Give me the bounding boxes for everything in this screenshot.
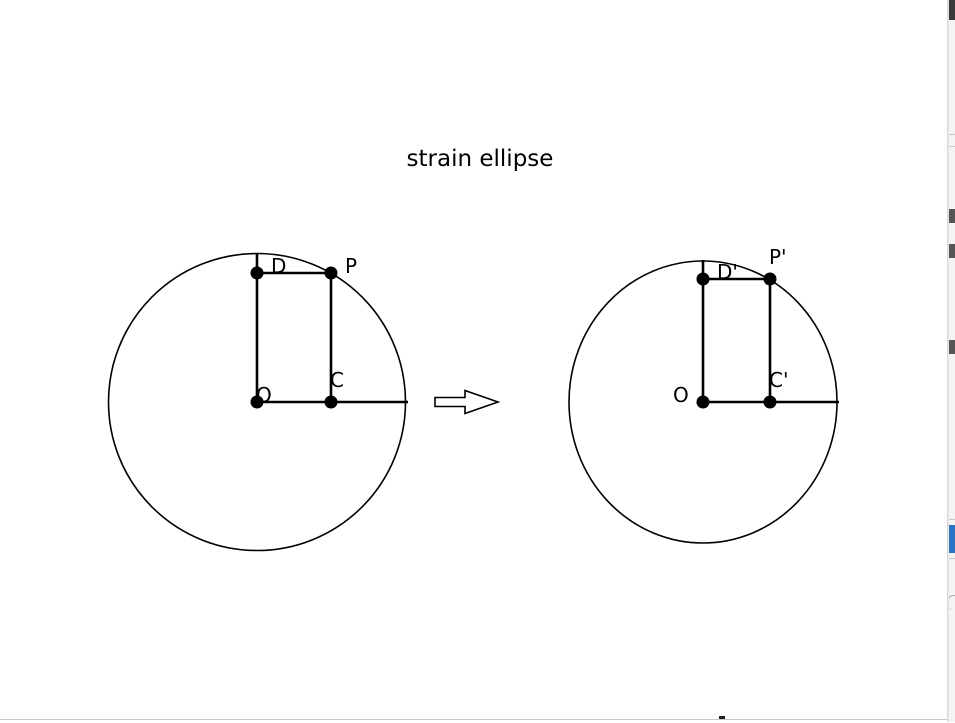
background-divider: [949, 134, 955, 135]
left-diagram: O D P C: [107, 252, 408, 552]
left-label-c: C: [330, 368, 344, 392]
left-point-d: [250, 266, 264, 280]
left-label-p: P: [345, 254, 357, 278]
background-glyph: [949, 340, 955, 354]
right-label-p: P': [769, 245, 787, 269]
background-glyph: [949, 209, 955, 223]
background-arc-icon: [949, 595, 955, 610]
right-diagram: O D' P' C': [568, 245, 839, 544]
background-app-titlebar: [949, 0, 955, 20]
window-shadow: [947, 0, 949, 722]
background-glyph: [949, 244, 955, 258]
background-divider: [949, 146, 955, 147]
background-blue-button: [949, 525, 955, 553]
left-point-p: [324, 266, 338, 280]
right-point-c: [763, 395, 777, 409]
left-label-d: D: [271, 254, 286, 278]
transform-arrow-icon: [434, 389, 501, 415]
right-label-c: C': [769, 368, 788, 392]
left-label-o: O: [256, 383, 272, 407]
background-app-edge: [949, 0, 955, 722]
background-artifact: [719, 716, 725, 719]
right-label-o: O: [673, 383, 689, 407]
background-divider: [949, 558, 955, 559]
background-divider: [949, 519, 955, 520]
right-label-d: D': [717, 260, 738, 284]
right-point-p: [763, 272, 777, 286]
right-point-d: [696, 272, 710, 286]
figure-title: strain ellipse: [407, 146, 554, 172]
right-point-o: [696, 395, 710, 409]
left-point-c: [324, 395, 338, 409]
left-point-o: [250, 395, 264, 409]
